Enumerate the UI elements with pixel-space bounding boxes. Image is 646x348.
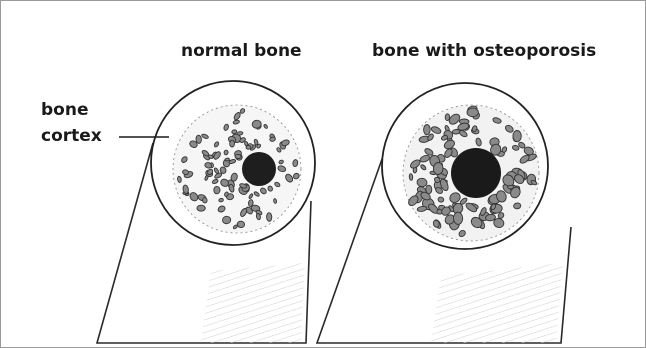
trabecular-pore — [513, 203, 521, 210]
trabecular-pore — [433, 162, 443, 175]
bone-cortex-label: bone cortex — [41, 97, 102, 149]
trabecular-pore — [269, 137, 275, 142]
trabecular-pore — [453, 212, 463, 225]
trabecular-pore — [231, 129, 237, 134]
trabecular-pore — [225, 158, 230, 161]
osteoporosis-bone-title: bone with osteoporosis — [372, 41, 596, 61]
trabecular-pore — [424, 125, 431, 135]
trabecular-pore — [266, 213, 271, 222]
osteoporosis-bone-cross-section — [382, 83, 548, 249]
trabecular-pore — [202, 197, 207, 203]
normal-bone-title: normal bone — [181, 41, 302, 61]
bone-cortex-label-line2: cortex — [41, 123, 102, 149]
trabecular-pore — [235, 154, 241, 158]
trabecular-pore — [513, 131, 521, 142]
trabecular-pore — [197, 205, 206, 211]
trabecular-pore — [292, 159, 298, 167]
trabecular-pore — [508, 185, 514, 189]
osteoporosis-marrow-cavity — [451, 148, 501, 198]
bone-cortex-label-line1: bone — [41, 97, 102, 123]
trabecular-pore — [230, 140, 235, 147]
trabecular-pore — [224, 150, 229, 155]
trabecular-pore — [237, 221, 245, 228]
trabecular-pore — [445, 114, 450, 121]
trabecular-pore — [409, 174, 413, 181]
trabecular-pore — [246, 146, 251, 150]
normal-marrow-cavity — [242, 152, 276, 186]
trabecular-pore — [214, 186, 220, 194]
trabecular-pore — [467, 108, 478, 117]
trabecular-pore — [237, 131, 243, 135]
normal-bone-cross-section — [151, 81, 315, 245]
